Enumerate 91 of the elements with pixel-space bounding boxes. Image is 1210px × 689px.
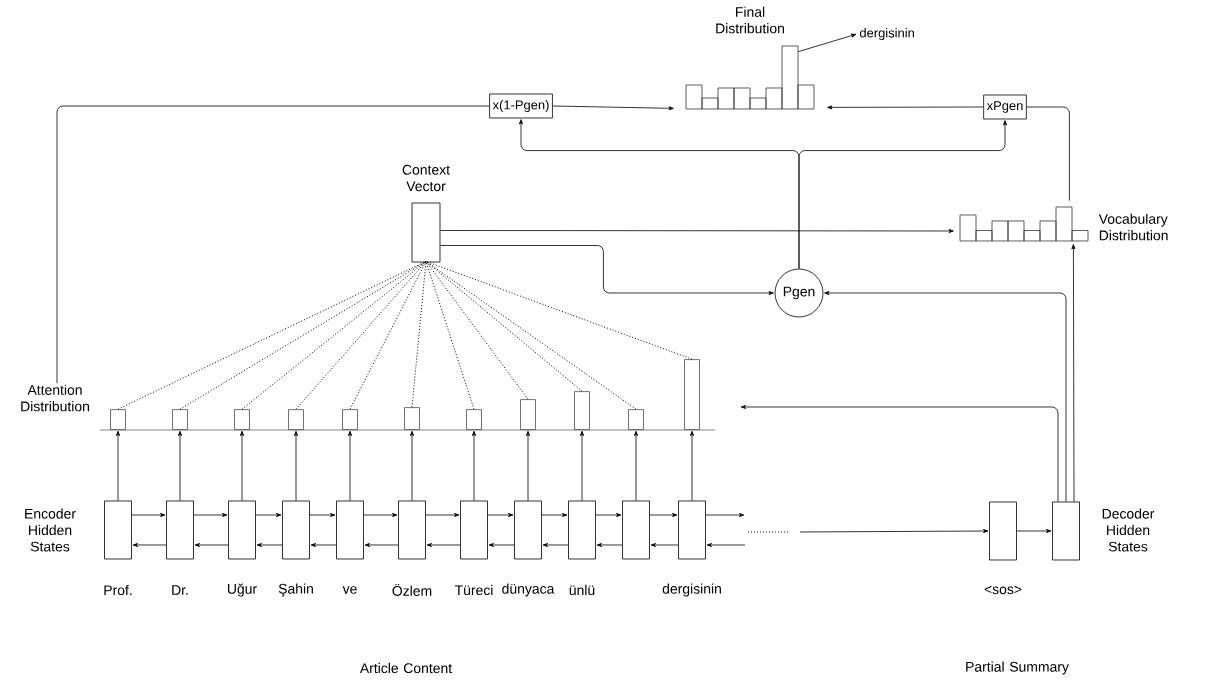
token-label: dünyaca (502, 583, 555, 597)
attention-line (349, 260, 427, 410)
arrow (552, 105, 674, 111)
arrow (131, 513, 166, 517)
multiplier-box: x(1-Pgen) (489, 93, 553, 119)
arrow (580, 430, 584, 501)
section-label: Encoder Hidden States (25, 508, 76, 552)
arrow (649, 513, 678, 517)
arrow (240, 430, 244, 501)
hidden-state-box (622, 500, 650, 560)
token-label: ve (342, 586, 357, 594)
chart-title: Final Distribution (716, 6, 784, 34)
multiplier-box: xPgen (983, 94, 1027, 120)
arrow (363, 513, 398, 517)
arrow (488, 543, 515, 547)
arrow (798, 120, 1007, 269)
arrow (132, 543, 167, 547)
arrow (256, 543, 283, 547)
section-label: Attention Distribution (21, 384, 89, 412)
arrow (541, 513, 568, 517)
arrow (526, 430, 530, 501)
attention-line (411, 260, 427, 408)
attention-bar (288, 409, 304, 430)
arrow (440, 229, 954, 233)
attention-bar (404, 407, 420, 430)
arrow (426, 543, 461, 547)
attention-line (425, 260, 475, 410)
section-label: Decoder Hidden States (1102, 508, 1155, 552)
node-label: Context Vector (402, 164, 450, 192)
section-label: Partial Summary (966, 661, 1069, 675)
token-label: Prof. (104, 584, 132, 596)
arrow (799, 529, 989, 534)
vector-box: Context Vector (402, 164, 450, 263)
attention-bar (628, 409, 644, 430)
token-label: Uğur (227, 583, 257, 597)
arrow (193, 513, 228, 517)
arrow (178, 430, 182, 501)
attention-bar (684, 359, 700, 430)
section-label: Article Content (359, 662, 452, 674)
arrow (690, 430, 694, 501)
arrow (255, 513, 282, 517)
arrow (310, 543, 337, 547)
connector-line (1026, 106, 1070, 201)
token-label: Türeci (454, 584, 493, 596)
attention-bar (520, 399, 536, 430)
arrow (824, 291, 1067, 502)
arrow (410, 430, 414, 501)
attention-line (117, 260, 427, 410)
token-label: <sos> (984, 585, 1022, 595)
token-label: Şahin (278, 583, 313, 597)
connector-line (56, 105, 490, 384)
attention-bar (574, 391, 590, 430)
arrow (425, 513, 460, 517)
arrow (596, 543, 623, 547)
hidden-state-box (1052, 501, 1080, 561)
arrow (595, 513, 622, 517)
arrow (348, 430, 352, 501)
arrow (487, 513, 514, 517)
arrow (827, 105, 984, 110)
token-label: dergisinin (662, 583, 721, 597)
arrow (1071, 244, 1076, 502)
attention-bar (342, 409, 358, 430)
arrow (294, 430, 298, 501)
attention-bar (234, 409, 250, 430)
arrow (1016, 529, 1052, 533)
token-label: Özlem (392, 584, 432, 596)
token-label: Dr. (172, 585, 188, 595)
arrow (650, 543, 679, 547)
attention-line (425, 260, 637, 410)
attention-bar (110, 409, 126, 430)
attention-line (179, 260, 427, 410)
arrow (472, 430, 476, 501)
attention-bar (172, 409, 188, 430)
arrow (798, 33, 857, 52)
chart-title: Vocabulary Distribution (1098, 213, 1168, 241)
arrow (116, 430, 120, 501)
arrow (634, 430, 638, 501)
arrow (740, 405, 1059, 502)
arrow (194, 543, 229, 547)
attention-line (425, 260, 529, 400)
token-label: ünlü (569, 584, 595, 596)
arrow (309, 513, 336, 517)
attention-line (295, 260, 427, 410)
arrow (705, 513, 745, 517)
output-word: dergisinin (859, 27, 914, 41)
arrow (706, 543, 746, 547)
arrow (440, 245, 774, 295)
arrow (542, 543, 569, 547)
arrow (364, 543, 399, 547)
attention-line (425, 260, 693, 360)
attention-bar (466, 409, 482, 430)
